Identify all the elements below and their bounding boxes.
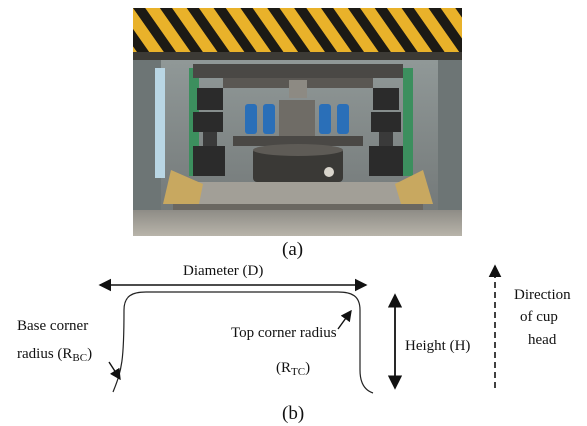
cup-schematic (98, 264, 502, 394)
lower-die (253, 148, 343, 182)
height-label: Height (H) (405, 338, 471, 354)
press-machine-photo (133, 8, 462, 236)
caption-b: (b) (282, 403, 305, 424)
direction-label-line1: Direction (514, 287, 571, 303)
bolster-plate (173, 182, 423, 204)
top-corner-label-line2: (RTC) (276, 360, 311, 378)
base-corner-label-line2: radius (RBC) (17, 346, 93, 364)
direction-label-line3: head (528, 332, 557, 348)
green-guard-right (403, 68, 413, 176)
diameter-label: Diameter (D) (183, 263, 264, 279)
hazard-stripe-beam (133, 8, 462, 52)
upper-die-plate (193, 64, 403, 78)
base-corner-arrow (108, 361, 121, 381)
top-corner-arrow (337, 309, 352, 330)
top-corner-label-line1: Top corner radius (231, 325, 337, 341)
caption-a: (a) (282, 239, 304, 260)
direction-label-line2: of cup (520, 309, 558, 325)
base-corner-label-line1: Base corner (17, 318, 89, 334)
cup-profile (112, 291, 374, 394)
blue-springs (245, 104, 349, 134)
